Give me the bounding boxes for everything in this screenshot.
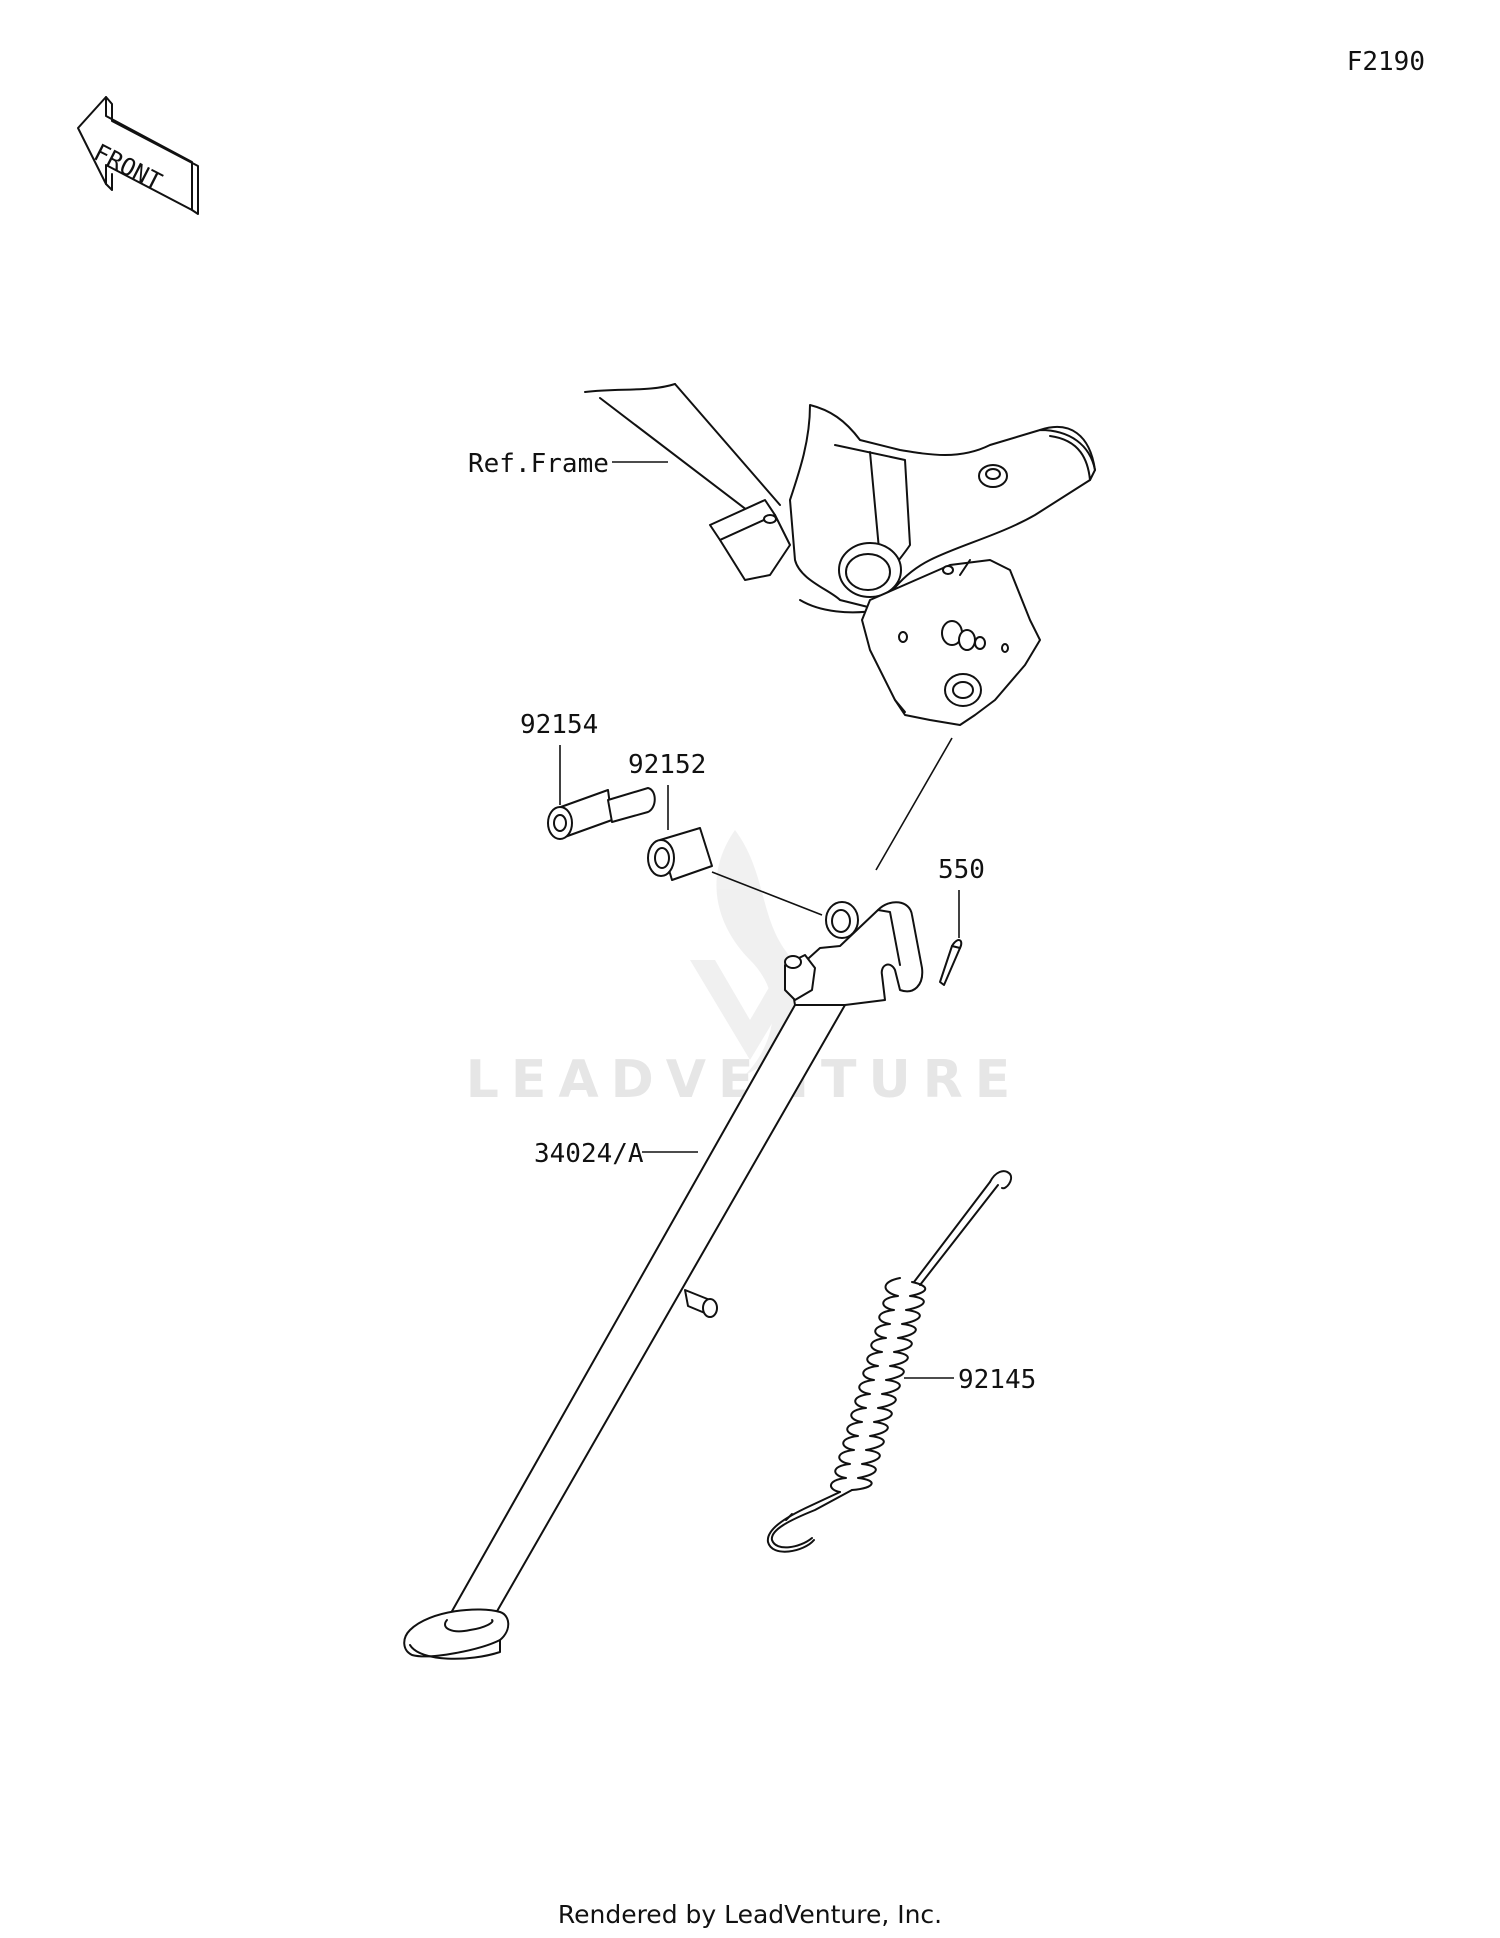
bolt-92154-label: 92154 [520, 710, 598, 740]
cotter-pin-550 [939, 939, 963, 986]
cotter-pin-550-label: 550 [938, 855, 985, 885]
spring-92145 [766, 1170, 1012, 1553]
frame-assembly-line [875, 737, 953, 871]
side-stand-34024 [403, 901, 924, 1660]
watermark: LEADVENTURE [466, 830, 1023, 1110]
bolt-92154 [547, 787, 656, 840]
figure-code: F2190 [1347, 47, 1425, 77]
watermark-logo-icon [690, 830, 810, 1075]
collar-92152-label: 92152 [628, 750, 706, 780]
collar-assembly-line [711, 871, 823, 916]
side-stand-34024-label: 34024/A [534, 1139, 644, 1169]
watermark-text: LEADVENTURE [466, 1050, 1023, 1110]
spring-92145-label: 92145 [958, 1365, 1036, 1395]
footer-credit: Rendered by LeadVenture, Inc. [558, 1900, 942, 1929]
front-arrow-icon: FRONT [77, 96, 199, 215]
collar-92152 [647, 827, 713, 881]
frame-drawing [584, 383, 1096, 726]
ref-frame-label: Ref.Frame [468, 449, 609, 479]
